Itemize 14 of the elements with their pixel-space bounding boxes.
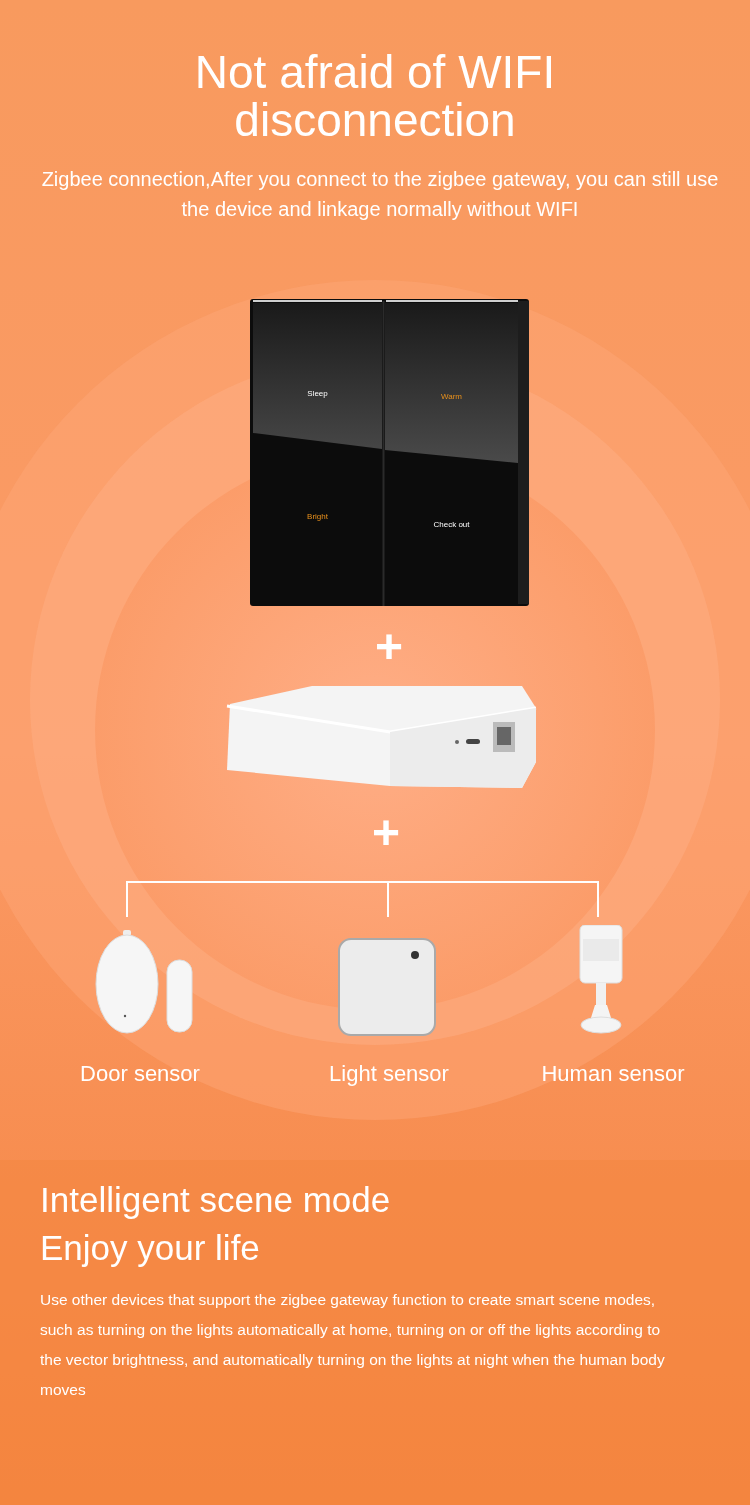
key-label: Sleep <box>306 389 329 398</box>
key-label: Bright <box>306 512 329 521</box>
title: Not afraid of WIFI disconnection <box>193 48 557 144</box>
section-heading: Intelligent scene mode <box>40 1179 392 1221</box>
plus-sign: + <box>374 622 404 672</box>
key-label: Warm <box>440 392 463 401</box>
section-heading: Enjoy your life <box>40 1227 261 1269</box>
plus-sign: + <box>371 808 401 858</box>
sensor-label: Door sensor <box>79 1061 201 1087</box>
key-label: Check out <box>432 520 471 529</box>
description-paragraph: Use other devices that support the zigbee gateway function to create smart scene modes, such as turning on the lights automatically at home, turning on or off the lights according to the vector brightness, and automatically turning on the lights at night when the human body moves <box>40 1290 666 1400</box>
subtitle: Zigbee connection,After you connect to the zigbee gateway, you can still use the device and linkage normally without WIFI <box>40 167 720 222</box>
sensor-label: Human sensor <box>540 1061 686 1087</box>
sensor-label: Light sensor <box>328 1061 450 1087</box>
